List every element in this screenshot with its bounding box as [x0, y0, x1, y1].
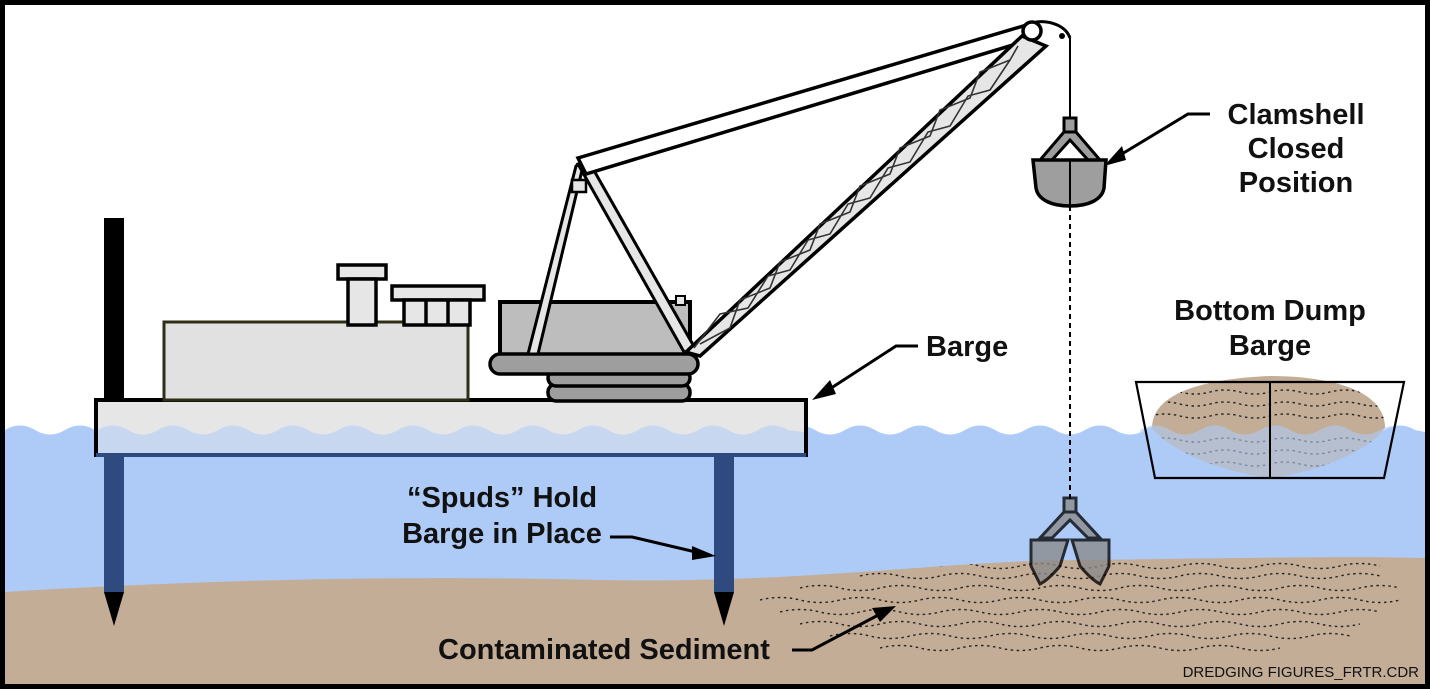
- label-clamshell-line1: Clamshell: [1228, 99, 1365, 131]
- spud-pole-right: [714, 455, 734, 593]
- dump-barge-hull: [1134, 380, 1406, 480]
- boom-sheave: [1021, 20, 1043, 42]
- spud-tip-left: [104, 592, 124, 626]
- arrow-sediment: [792, 610, 885, 652]
- clamshell-closed: [1031, 116, 1108, 500]
- spud-pole-left-lower: [104, 455, 124, 593]
- figure-credit: DREDGING FIGURES_FRTR.CDR: [1183, 664, 1420, 681]
- label-clamshell-line3: Position: [1239, 167, 1353, 199]
- label-spuds-line2: Barge in Place: [402, 518, 602, 550]
- arrow-spuds: [610, 535, 701, 555]
- stack-cap: [336, 263, 388, 281]
- arrow-heads: [692, 146, 1126, 622]
- label-bottom-dump-line1: Bottom Dump: [1174, 295, 1366, 327]
- stack: [346, 277, 378, 327]
- crane-cab-window: [675, 295, 686, 306]
- contaminated-sediment-hatch: [759, 562, 1401, 652]
- deck-house: [162, 320, 470, 402]
- vent-cap: [390, 284, 486, 302]
- arrow-barge: [821, 344, 918, 396]
- boom-lattice: [693, 45, 1019, 349]
- crane: [488, 20, 1072, 403]
- clamshell-open: [1029, 496, 1111, 587]
- barge: [94, 218, 808, 626]
- leader-arrows: [610, 112, 1210, 652]
- label-contaminated-sediment: Contaminated Sediment: [438, 634, 770, 666]
- label-clamshell-line2: Closed: [1248, 133, 1345, 165]
- label-barge: Barge: [926, 331, 1008, 363]
- barge-hull-submerged: [98, 425, 804, 453]
- spud-pole-left-upper: [104, 218, 124, 402]
- a-frame-block: [570, 178, 588, 194]
- label-bottom-dump-line2: Barge: [1229, 330, 1311, 362]
- arrow-clamshell: [1111, 112, 1210, 162]
- label-spuds-line1: “Spuds” Hold: [407, 482, 597, 514]
- bottom-dump-barge: [1134, 376, 1406, 480]
- spud-tip-right: [714, 592, 734, 626]
- vent-body: [402, 298, 472, 327]
- sediment-floor: [5, 557, 1425, 684]
- crane-base: [488, 352, 700, 376]
